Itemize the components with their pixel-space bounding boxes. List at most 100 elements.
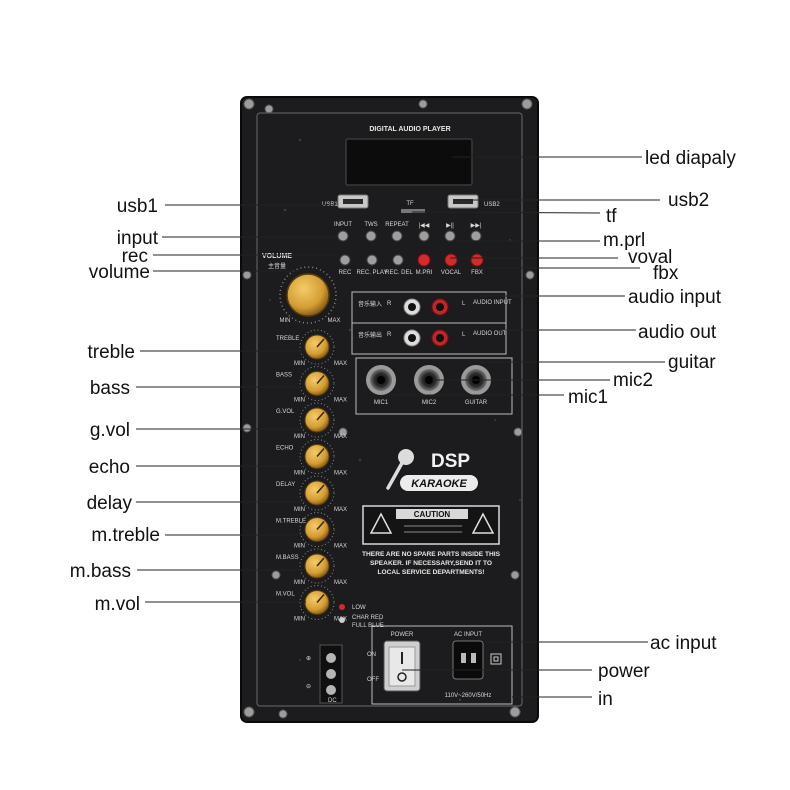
knob-pointer-m-treble [316, 521, 325, 530]
rec-play-button-text: REC. PLAY [357, 270, 388, 276]
label-voval: voval [628, 247, 672, 268]
master-volume-knob[interactable] [286, 273, 330, 317]
rec-button[interactable] [339, 254, 351, 266]
fbx-button[interactable] [470, 253, 484, 267]
label-bass: bass [90, 378, 130, 399]
knob-label-treble: TREBLE [276, 336, 299, 342]
knob-min-bass: MIN [294, 398, 305, 404]
microphone-icon [386, 449, 414, 490]
knob-label-m-treble: M.TREBLE [276, 519, 306, 525]
knob-label-m-bass: M.BASS [276, 555, 299, 561]
tws-button[interactable] [365, 230, 377, 242]
volume-max-text: MAX [327, 318, 340, 324]
play-pause-button[interactable] [444, 230, 456, 242]
tf-card-slot[interactable] [401, 209, 425, 213]
label-echo: echo [89, 457, 130, 478]
knob-pointer-treble [316, 338, 325, 348]
off-text: OFF [367, 677, 379, 683]
label-audio-out: audio out [638, 322, 717, 343]
knob-min-delay: MIN [294, 507, 305, 513]
knob-scale-treble [299, 329, 335, 365]
label-audio-input: audio input [628, 287, 722, 308]
knob-max-treble: MAX [334, 361, 347, 367]
volume-text: VOLUME [262, 253, 292, 260]
power-text: POWER [391, 632, 414, 638]
char-red-text: CHAR RED [352, 615, 384, 621]
tf-text: TF [406, 201, 414, 207]
knob-max-echo: MAX [334, 471, 347, 477]
ac-input-socket[interactable] [452, 640, 484, 680]
knob-max-g-vol: MAX [334, 434, 347, 440]
usb2-text: USB2 [484, 202, 500, 208]
mic1-jack[interactable] [366, 365, 396, 395]
leader-lines [136, 156, 665, 698]
knob-scale-delay [299, 475, 335, 511]
input-button[interactable] [337, 230, 349, 242]
audio-input-r-text: R [387, 301, 392, 307]
knob-label-echo: ECHO [276, 446, 294, 452]
label-mic1: mic1 [568, 387, 608, 408]
dc-terminal[interactable] [319, 644, 343, 704]
ac-input-text: AC INPUT [454, 632, 482, 638]
label-mic2: mic2 [613, 370, 653, 391]
mic1-text: MIC1 [374, 400, 389, 406]
dsp-logo-text: DSP [431, 451, 470, 472]
label-power: power [598, 661, 650, 682]
label-volume: volume [89, 262, 150, 283]
rca-audio-input[interactable] [403, 298, 449, 316]
audio-input-l-text: L [462, 301, 466, 307]
rca-audio-output[interactable] [403, 329, 449, 347]
mic-guitar-box [355, 357, 513, 415]
label-m-vol: m.vol [95, 594, 140, 615]
rec-del-button[interactable] [392, 254, 404, 266]
audio-output-r-text: R [387, 332, 392, 338]
panel-title: DIGITAL AUDIO PLAYER [369, 126, 450, 133]
label-m-bass: m.bass [70, 561, 131, 582]
mic2-jack[interactable] [414, 365, 444, 395]
rec-del-button-text: REC. DEL [385, 270, 413, 276]
label-usb2: usb2 [668, 190, 709, 211]
label-input: input [117, 228, 159, 249]
button-row-bottom [339, 254, 404, 266]
led-display-screen [345, 138, 473, 186]
label-delay: delay [87, 493, 133, 514]
knob-min-g-vol: MIN [294, 434, 305, 440]
dc-text: DC [328, 698, 337, 704]
m-pri-button[interactable] [417, 253, 431, 267]
prev-button[interactable] [418, 230, 430, 242]
label-led-display: led diapaly [645, 148, 736, 169]
label-g-vol: g.vol [90, 420, 130, 441]
repeat-button[interactable] [391, 230, 403, 242]
label-rec: rec [122, 246, 148, 267]
vocal-button[interactable] [444, 253, 458, 267]
knob-scale-echo [299, 439, 335, 474]
knob-min-m-bass: MIN [294, 580, 305, 586]
warning-triangle-right-icon [471, 512, 495, 534]
knob-label-g-vol: G.VOL [276, 409, 295, 415]
panel-screws [242, 98, 535, 719]
audio-input-text: AUDIO INPUT [473, 300, 512, 306]
knob-max-delay: MAX [334, 507, 347, 513]
knob-min-treble: MIN [294, 361, 305, 367]
terminal-plus-icon: ⊕ [306, 656, 311, 662]
next-button[interactable] [470, 230, 482, 242]
full-blue-text: FULL BLUE [352, 623, 384, 629]
rec-play-button[interactable] [366, 254, 378, 266]
callout-labels: led diapaly usb1 usb2 tf input m.prl rec… [70, 148, 737, 710]
low-battery-led [339, 604, 345, 610]
knob-min-m-vol: MIN [294, 617, 305, 623]
volume-min-text: MIN [280, 318, 291, 324]
knob-pointer-delay [316, 484, 325, 494]
warning-text: THERE ARE NO SPARE PARTS INSIDE THIS SPE… [362, 551, 500, 576]
knob-max-m-treble: MAX [334, 544, 347, 550]
label-treble: treble [87, 342, 135, 363]
knob-pointer-m-bass [316, 557, 325, 567]
label-in: in [598, 689, 613, 710]
knob-pointer-echo [316, 448, 325, 457]
low-text: LOW [352, 605, 366, 611]
vocal-button-text: VOCAL [441, 270, 462, 276]
rec-button-text: REC [339, 270, 352, 276]
caution-text: CAUTION [414, 510, 451, 519]
amplifier-panel: DIGITAL AUDIO PLAYER USB1 USB2 TF INPUT … [240, 96, 539, 723]
